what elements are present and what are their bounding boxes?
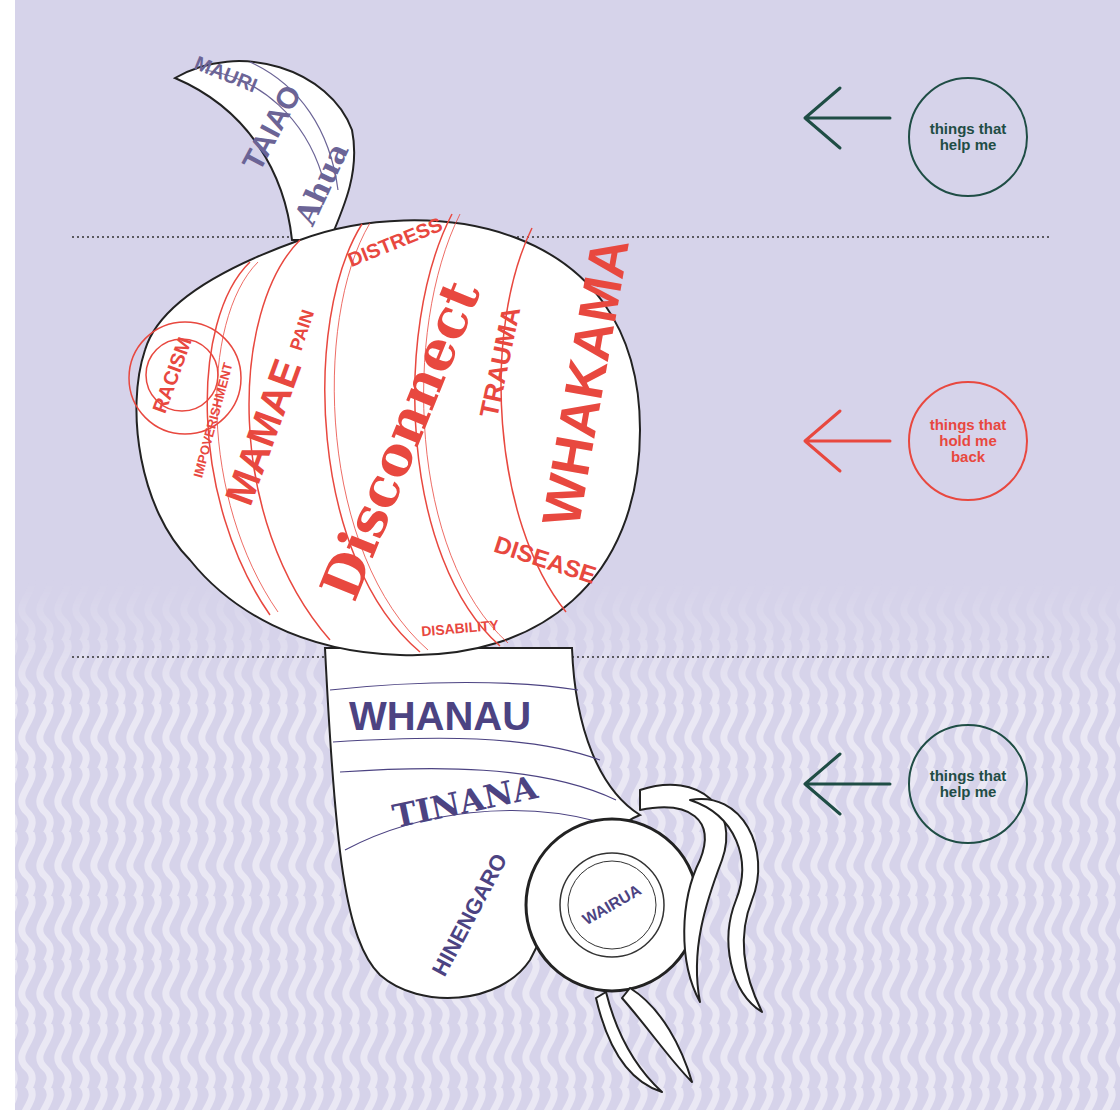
ribbon: [596, 992, 662, 1092]
circle-label: things that help me: [924, 768, 1012, 800]
outline-part: [217, 214, 508, 650]
circle-label: things that help me: [924, 121, 1012, 153]
outline-part: [526, 819, 698, 991]
outline-part: [207, 214, 566, 652]
outline-part: [175, 61, 354, 240]
outline-part: [909, 382, 1027, 500]
wairua-circle: WAIRUA: [520, 815, 705, 995]
pointer-arrow: [805, 411, 890, 471]
divider-line: [72, 236, 1050, 238]
outline-part: [909, 78, 1027, 196]
circle-label: things that hold me back: [924, 417, 1012, 464]
panel: [15, 0, 1120, 1110]
pointer-arrow: [805, 754, 890, 814]
body-region: WHANAUTINANAHINENGAROWAIRUA: [320, 640, 705, 1015]
outline-part: [330, 683, 616, 851]
wave-pattern: [15, 580, 1120, 1110]
help-circle: things that help me: [906, 722, 1030, 846]
outline-part: [568, 861, 656, 949]
outline-part: [136, 220, 640, 655]
outline-part: [560, 853, 664, 957]
band-word: WHANAU: [349, 696, 531, 736]
ribbon: [690, 799, 762, 1012]
ribbon: [622, 988, 692, 1082]
horn-region: MAURITAIAOAhua: [165, 40, 365, 250]
hold-back-circle: things that hold me back: [906, 379, 1030, 503]
outline-part: [909, 725, 1027, 843]
help-circle: things that help me: [906, 75, 1030, 199]
pointer-arrow: [805, 88, 890, 148]
shell-region: RACISMIMPOVERISHMENTMAMAEPAINDISTRESSDis…: [120, 200, 650, 665]
